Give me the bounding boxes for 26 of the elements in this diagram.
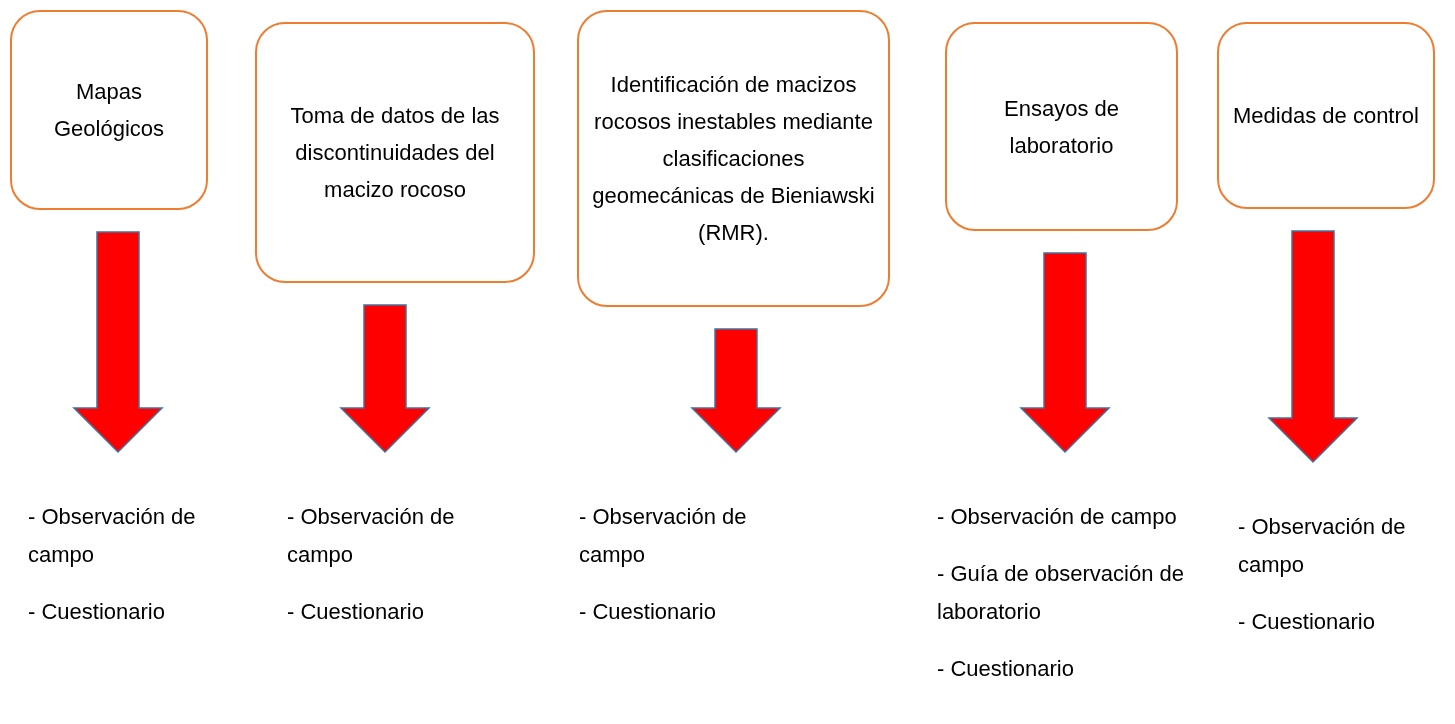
rounded-box bbox=[10, 10, 208, 210]
list-item: - Cuestionario bbox=[579, 598, 717, 626]
list-item: - Observación de campo bbox=[287, 503, 456, 569]
box-text: Identificación de macizos rocosos inestables mediante clasificaciones geomecánicas de Bieniawski (RMR). bbox=[591, 71, 876, 247]
list-item: - Cuestionario bbox=[937, 655, 1075, 683]
block-arrow bbox=[690, 328, 782, 454]
list-item: - Observación de campo bbox=[937, 503, 1178, 531]
list-item: - Cuestionario bbox=[287, 598, 425, 626]
list-item: - Cuestionario bbox=[28, 598, 166, 626]
block-arrow bbox=[1267, 230, 1359, 464]
list-item: - Observación de campo bbox=[579, 503, 748, 569]
list-item: - Cuestionario bbox=[1238, 608, 1376, 636]
list-item: - Guía de observación de laboratorio bbox=[937, 560, 1186, 626]
box-text: Ensayos de laboratorio bbox=[1003, 94, 1120, 160]
block-arrow bbox=[1019, 252, 1111, 454]
block-arrow bbox=[339, 304, 431, 454]
box-text: Mapas Geológicos bbox=[52, 78, 166, 143]
rounded-box bbox=[1217, 22, 1435, 209]
list-item: - Observación de campo bbox=[28, 503, 197, 569]
rounded-box bbox=[255, 22, 535, 283]
rounded-box bbox=[577, 10, 890, 307]
box-text: Toma de datos de las discontinuidades del macizo rocoso bbox=[289, 102, 501, 204]
list-item: - Observación de campo bbox=[1238, 513, 1407, 579]
block-arrow bbox=[72, 231, 164, 454]
box-text: Medidas de control bbox=[1233, 102, 1419, 130]
rounded-box bbox=[945, 22, 1178, 231]
